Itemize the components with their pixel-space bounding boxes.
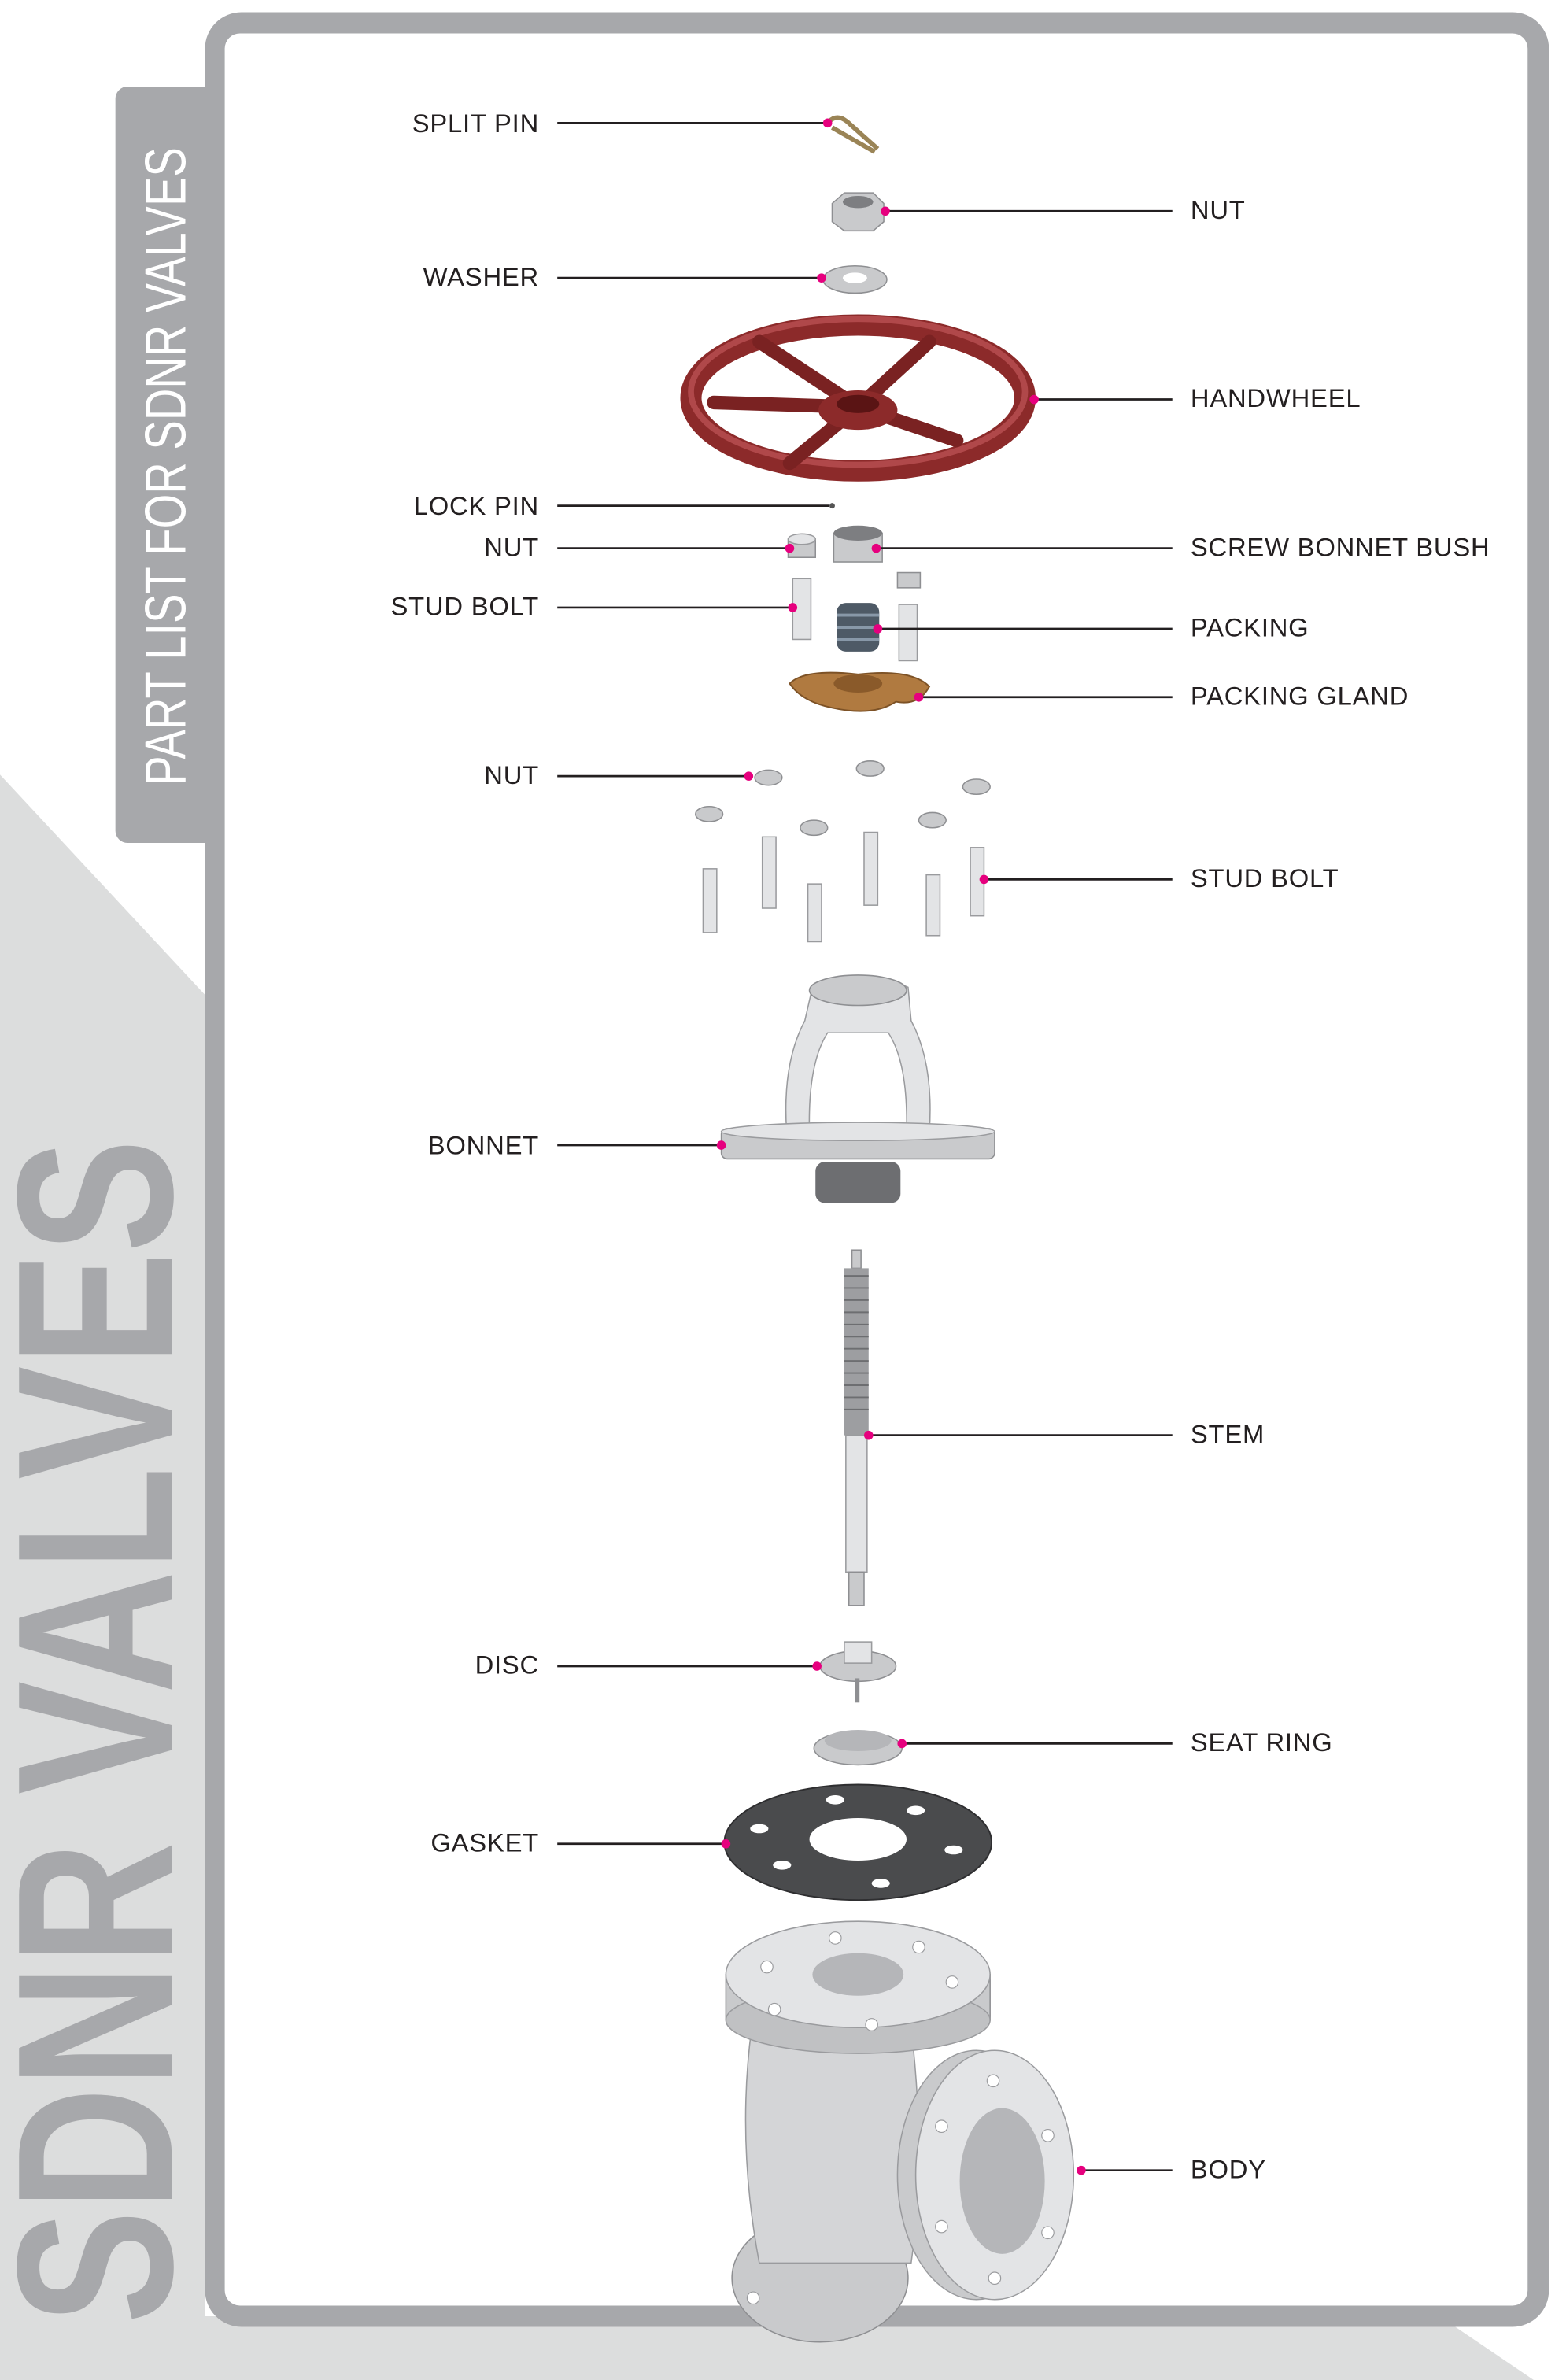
label-split-pin: SPLIT PIN bbox=[412, 109, 539, 138]
lower-stud-bolts-part bbox=[702, 831, 985, 943]
callout-split-pin: SPLIT PIN bbox=[412, 109, 833, 138]
label-handwheel: HANDWHEEL bbox=[1191, 383, 1361, 412]
label-lock-pin: LOCK PIN bbox=[414, 491, 539, 520]
callout-gasket: GASKET bbox=[430, 1828, 731, 1857]
label-washer: WASHER bbox=[423, 262, 539, 291]
handwheel-part bbox=[680, 314, 1036, 482]
body-part bbox=[725, 1920, 1075, 2343]
seat-ring-part bbox=[813, 1730, 903, 1766]
label-nut: NUT bbox=[484, 532, 539, 561]
callout-seat-ring: SEAT RING bbox=[897, 1728, 1332, 1757]
label-packing-gland: PACKING GLAND bbox=[1191, 681, 1409, 710]
callout-bonnet: BONNET bbox=[428, 1131, 726, 1160]
washer-part bbox=[822, 264, 888, 294]
label-screw-bonnet-bush: SCREW BONNET BUSH bbox=[1191, 532, 1490, 561]
callout-disc: DISC bbox=[475, 1650, 822, 1680]
callout-stem: STEM bbox=[863, 1419, 1265, 1448]
disc-part bbox=[819, 1641, 897, 1703]
callout-body: BODY bbox=[1077, 2154, 1266, 2183]
callout-lock-pin: LOCK PIN bbox=[414, 491, 829, 520]
bonnet-part bbox=[720, 974, 995, 1203]
label-stud-bolt: STUD BOLT bbox=[1191, 863, 1339, 893]
callout-stud-bolt-upper: STUD BOLT bbox=[390, 592, 798, 621]
label-nut: NUT bbox=[1191, 195, 1246, 224]
brand-title: SDNR VALVES bbox=[0, 1139, 219, 2323]
label-gasket: GASKET bbox=[430, 1828, 539, 1857]
small-nut-part bbox=[787, 533, 817, 559]
stem-part bbox=[844, 1249, 869, 1606]
label-nut: NUT bbox=[484, 760, 539, 789]
label-packing: PACKING bbox=[1191, 613, 1309, 642]
packing-part bbox=[837, 603, 880, 652]
label-disc: DISC bbox=[475, 1650, 539, 1680]
screw-bonnet-bush-part bbox=[833, 525, 883, 563]
gasket-part bbox=[723, 1783, 993, 1901]
upper-stud-bolts-part bbox=[792, 571, 922, 662]
top-nut-part bbox=[831, 192, 885, 232]
callout-handwheel: HANDWHEEL bbox=[1029, 383, 1361, 412]
lower-nuts-part bbox=[695, 760, 991, 837]
callout-stud-bolt-lower: STUD BOLT bbox=[979, 863, 1339, 893]
lock-pin-part bbox=[829, 503, 835, 509]
callout-packing: PACKING bbox=[873, 613, 1309, 642]
label-bonnet: BONNET bbox=[428, 1131, 539, 1160]
label-stem: STEM bbox=[1191, 1419, 1265, 1448]
callout-washer: WASHER bbox=[423, 262, 826, 291]
callout-nut-upper-left: NUT bbox=[484, 532, 795, 561]
callout-screw-bonnet-bush: SCREW BONNET BUSH bbox=[871, 532, 1490, 561]
label-body: BODY bbox=[1191, 2154, 1266, 2183]
tab-title: PART LIST FOR SDNR VALVES bbox=[133, 147, 198, 785]
callout-nut-top: NUT bbox=[881, 195, 1245, 224]
label-seat-ring: SEAT RING bbox=[1191, 1728, 1333, 1757]
callout-packing-gland: PACKING GLAND bbox=[914, 681, 1409, 710]
bottom-accent-band bbox=[0, 2315, 1534, 2380]
label-stud-bolt: STUD BOLT bbox=[390, 592, 539, 621]
split-pin-part bbox=[827, 115, 880, 154]
left-accent-band bbox=[0, 774, 205, 2380]
callout-nut-lower-left: NUT bbox=[484, 760, 754, 789]
